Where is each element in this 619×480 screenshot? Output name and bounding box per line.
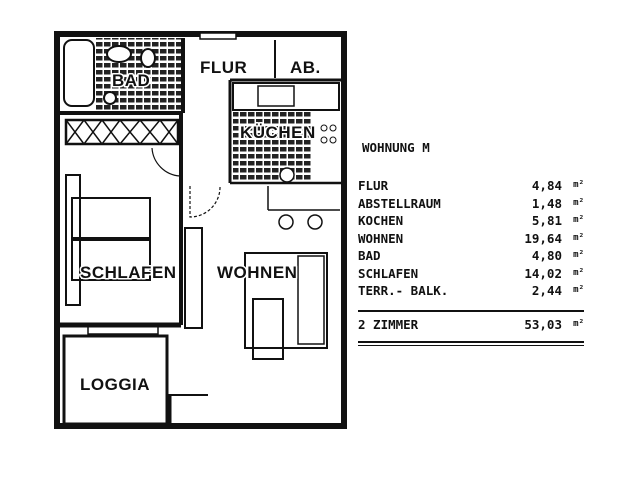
apartment-title: WOHNUNG M [362, 140, 430, 155]
bathtub-icon [63, 39, 95, 107]
total-label: 2 ZIMMER [358, 316, 419, 332]
room-area: 4,84 [531, 178, 562, 193]
area-row: BAD 4,80 m² [358, 247, 584, 265]
room-label-loggia: LOGGIA [80, 375, 150, 394]
area-unit: m² [573, 285, 584, 295]
area-row: WOHNEN 19,64 m² [358, 230, 584, 248]
area-row: SCHLAFEN 14,02 m² [358, 265, 584, 283]
double-divider [358, 345, 584, 346]
living-room [168, 185, 340, 426]
bedroom [60, 113, 183, 328]
door-swing-schlafen [151, 147, 181, 177]
divider [358, 309, 584, 312]
loggia [62, 325, 169, 426]
room-area: 1,48 [531, 195, 562, 211]
sink-icon [106, 45, 132, 63]
area-unit: m² [573, 180, 584, 190]
room-name: TERR.- BALK. [358, 283, 449, 298]
wardrobe [64, 118, 180, 146]
bathroom: BAD [60, 38, 185, 115]
room-name: SCHLAFEN [358, 265, 419, 281]
cooker-icon [257, 85, 295, 107]
room-name: WOHNEN [358, 230, 404, 246]
area-unit: m² [573, 250, 584, 260]
hallway: FLUR AB. [151, 32, 342, 177]
area-unit: m² [573, 197, 584, 208]
room-area: 14,02 [524, 265, 562, 281]
room-label-abstell: AB. [290, 58, 321, 77]
room-name: KOCHEN [358, 213, 404, 228]
room-label-wohnen: WOHNEN [217, 263, 297, 282]
entrance-door [199, 32, 237, 40]
kitchen: KÜCHEN [228, 80, 342, 185]
area-row: TERR.- BALK. 2,44 m² [358, 282, 584, 300]
room-name: BAD [358, 248, 381, 263]
area-table: WOHNUNG M FLUR 4,84 m² ABSTELLRAUM 1,48 m² K… [358, 140, 584, 346]
room-name: ABSTELLRAUM [358, 195, 441, 211]
room-area: 2,44 [531, 283, 562, 298]
room-label-flur: FLUR [200, 58, 247, 77]
area-row: ABSTELLRAUM 1,48 m² [358, 195, 584, 213]
toilet-icon [140, 48, 156, 68]
room-label-bad: BAD [112, 71, 150, 90]
room-area: 5,81 [531, 213, 562, 228]
area-row: FLUR 4,84 m² [358, 177, 584, 195]
washer-icon [103, 91, 117, 105]
double-divider [358, 341, 584, 343]
room-label-kueche: KÜCHEN [240, 123, 316, 142]
area-unit: m² [573, 318, 584, 329]
total-area: 53,03 [524, 316, 562, 332]
total-row: 2 ZIMMER 53,03 m² [358, 316, 584, 334]
room-area: 19,64 [524, 230, 562, 246]
area-row: KOCHEN 5,81 m² [358, 212, 584, 230]
area-unit: m² [573, 232, 584, 243]
room-label-schlafen: SCHLAFEN [80, 263, 177, 282]
room-name: FLUR [358, 178, 389, 193]
room-area: 4,80 [531, 248, 562, 263]
area-unit: m² [573, 215, 584, 225]
area-unit: m² [573, 267, 584, 278]
